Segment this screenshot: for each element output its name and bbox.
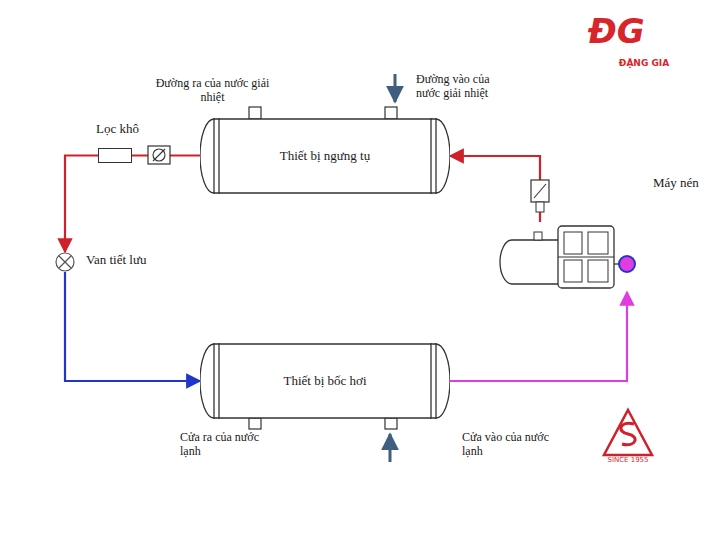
vessel: Thiết bị ngưng tụ [200, 118, 450, 194]
callout-label: Cửa ra của nước lạnh [180, 430, 260, 459]
filter-drier: Lọc khô [98, 148, 132, 163]
compressor-drawing [500, 222, 635, 292]
node-label: Thiết bị ngưng tụ [256, 149, 394, 164]
pipe-connector [450, 292, 627, 381]
callout-label: Đường vào của nước giải nhiệt [416, 72, 514, 101]
logo-text: ĐG [588, 14, 678, 48]
node-label: Lọc khô [95, 122, 140, 137]
pipe-connector [450, 156, 540, 222]
node-label: Thiết bị bốc hơi [259, 374, 390, 389]
water-in-arrow [389, 434, 392, 462]
check-valve [148, 146, 170, 164]
expansion-valve: Van tiết lưu [55, 252, 75, 272]
pipe-connector [65, 272, 200, 381]
callout-label: Cửa vào của nước lạnh [462, 430, 550, 459]
callout-label: Đường ra của nước giải nhiệt [150, 76, 275, 105]
since-logo [604, 410, 652, 455]
nozzle [249, 107, 261, 119]
nozzle [385, 107, 397, 119]
node-label: Máy nén [652, 176, 700, 191]
valve-symbol [55, 252, 75, 272]
water-in-arrow [394, 74, 397, 102]
check-valve [531, 180, 549, 212]
logo-text: SINCE 1955 [602, 456, 654, 464]
pipe-connector [65, 156, 98, 253]
vessel: Thiết bị bốc hơi [200, 343, 450, 419]
nozzle [385, 418, 397, 429]
compressor: Máy nén [500, 222, 635, 292]
node-label: Van tiết lưu [85, 253, 147, 268]
logo-text: ĐẶNG GIA [604, 58, 684, 69]
nozzle [249, 418, 261, 429]
